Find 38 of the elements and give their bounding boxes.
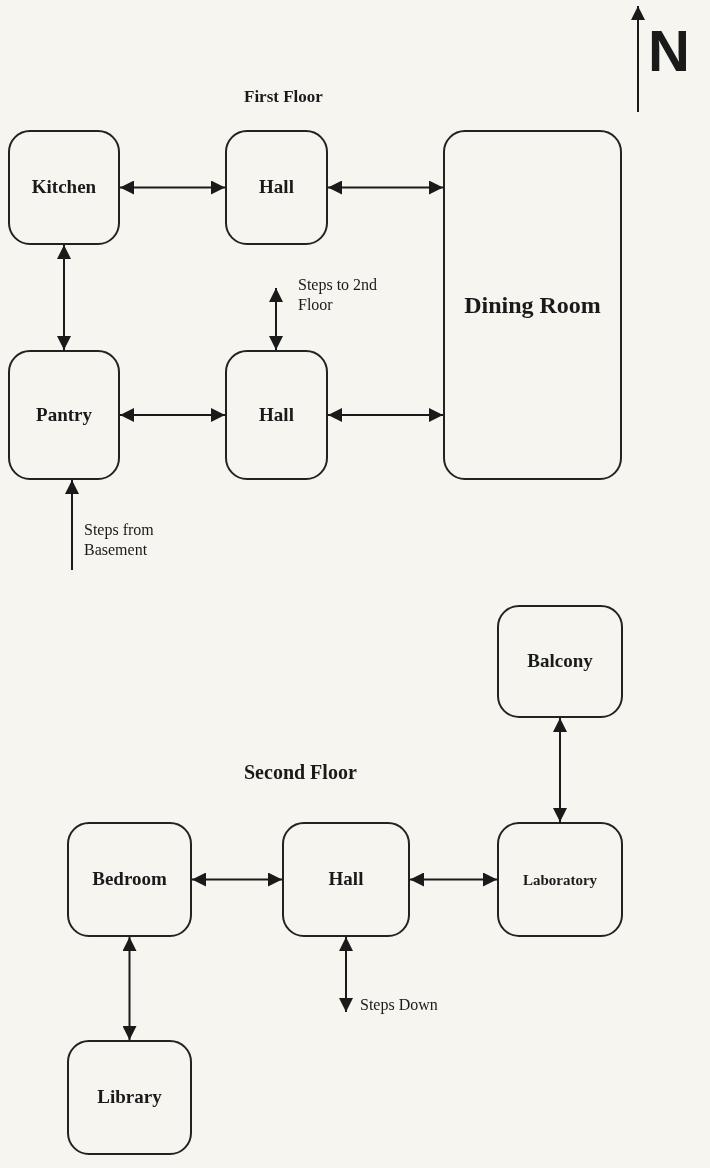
arrow: [327, 180, 444, 195]
compass-letter: N: [648, 22, 690, 80]
arrow: [65, 479, 79, 571]
room-box: [443, 130, 622, 480]
arrow: [122, 936, 137, 1041]
room-name: Bedroom: [92, 868, 167, 891]
floor-heading: Second Floor: [244, 762, 357, 782]
room-name: Kitchen: [31, 176, 97, 199]
room-name: Hall: [259, 176, 294, 199]
arrow: [553, 717, 567, 823]
floor-heading: First Floor: [244, 88, 323, 105]
room-name: Laboratory: [522, 870, 598, 889]
edge-label: Steps to 2nd Floor: [298, 275, 379, 315]
room-box: [67, 822, 192, 937]
room-box: [497, 605, 623, 718]
room-name: Pantry: [36, 403, 92, 427]
arrow: [57, 244, 71, 351]
arrow: [339, 936, 353, 1013]
room-box: [497, 822, 623, 937]
edge-label: Steps Down: [360, 995, 439, 1015]
room-box: [8, 130, 120, 245]
arrow: [191, 872, 283, 887]
room-box: [67, 1040, 192, 1155]
room-box: [8, 350, 120, 480]
arrow: [327, 408, 444, 422]
arrow: [119, 408, 226, 422]
room-name: Hall: [328, 868, 364, 891]
room-box: [225, 130, 328, 245]
room-box: [225, 350, 328, 480]
arrow: [119, 180, 226, 195]
edge-label: Steps from Basement: [84, 520, 155, 560]
room-name: Balcony: [527, 650, 593, 673]
room-name: Library: [97, 1086, 162, 1109]
room-name: Hall: [259, 403, 294, 427]
arrow: [409, 872, 498, 887]
room-name: Dining Room: [464, 290, 601, 320]
arrow: [269, 287, 283, 351]
room-box: [282, 822, 410, 937]
